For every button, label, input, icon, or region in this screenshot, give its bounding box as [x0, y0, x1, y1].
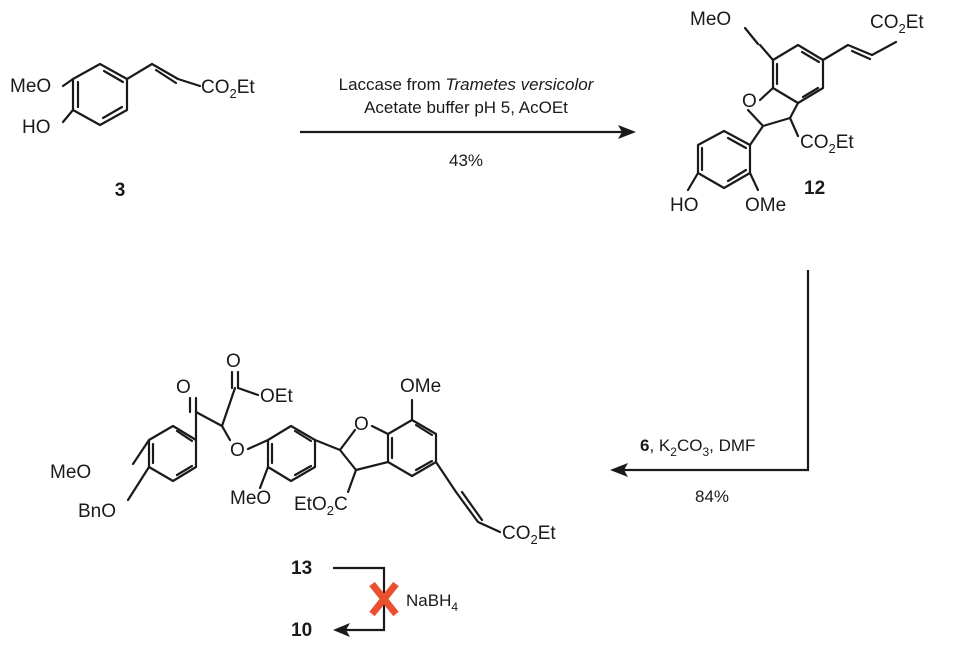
meo-label: MeO	[10, 76, 51, 97]
meo-label: MeO	[50, 462, 91, 483]
arrow-head	[610, 463, 628, 477]
bno-label: BnO	[78, 501, 116, 522]
compound-number-10: 10	[291, 620, 312, 641]
compound-12: MeO O CO2Et CO2Et HO OMe 12	[670, 9, 924, 216]
compound-number-13: 13	[291, 558, 312, 579]
step1-conditions: Acetate buffer pH 5, AcOEt	[364, 98, 568, 117]
acrylate-chain	[125, 62, 202, 88]
aryl-ring	[696, 129, 752, 190]
step1-yield: 43%	[449, 151, 483, 170]
ester-label: CO2Et	[502, 523, 556, 547]
compound-number-12: 12	[804, 178, 825, 199]
meo-label: MeO	[690, 9, 731, 30]
compound-number-3: 3	[115, 180, 126, 201]
ester-label: CO2Et	[201, 77, 255, 101]
ho-label: HO	[670, 195, 699, 216]
ether-o-label: O	[230, 440, 245, 461]
benzofuran-ring	[386, 418, 438, 478]
step3-reagent: NaBH4	[406, 591, 458, 614]
oet-label: OEt	[260, 386, 293, 407]
reaction-step-2: 6, K2CO3, DMF 84%	[610, 270, 810, 506]
reaction-step-1: Laccase from Trametes versicolor Acetate…	[300, 75, 636, 170]
acrylate-chain	[434, 460, 502, 534]
reaction-step-3: 13 10 NaBH4	[291, 558, 458, 641]
ester-top-label: CO2Et	[870, 12, 924, 36]
middle-aryl-ring	[266, 424, 317, 483]
benzene-ring	[71, 62, 129, 127]
meo2-label: MeO	[230, 488, 271, 509]
acrylate-chain	[821, 40, 898, 62]
eto2c-label: EtO2C	[294, 494, 348, 518]
left-aryl-ring	[147, 424, 198, 483]
ho-label: HO	[22, 117, 51, 138]
ketone-o-label: O	[176, 377, 191, 398]
arrow-head	[618, 125, 636, 139]
reaction-arrow	[333, 566, 386, 632]
arrow-head	[333, 623, 350, 637]
furan-o-label: O	[354, 414, 369, 435]
ome-label: OMe	[400, 376, 441, 397]
compound-3: MeO HO CO2Et 3	[10, 62, 255, 201]
reaction-arrow	[624, 270, 810, 472]
step1-catalyst: Laccase from Trametes versicolor	[339, 75, 595, 94]
failed-reaction-x-mark	[369, 581, 399, 617]
compound-13: MeO BnO O O OEt O MeO O EtO2	[50, 351, 556, 547]
step2-reagents: 6, K2CO3, DMF	[640, 436, 755, 459]
step2-yield: 84%	[695, 487, 729, 506]
benzofuran-ring	[771, 43, 825, 105]
ester-mid-label: CO2Et	[800, 132, 854, 156]
furan-o-label: O	[742, 91, 757, 112]
ester-o-label: O	[226, 351, 241, 372]
ome-label: OMe	[745, 195, 786, 216]
